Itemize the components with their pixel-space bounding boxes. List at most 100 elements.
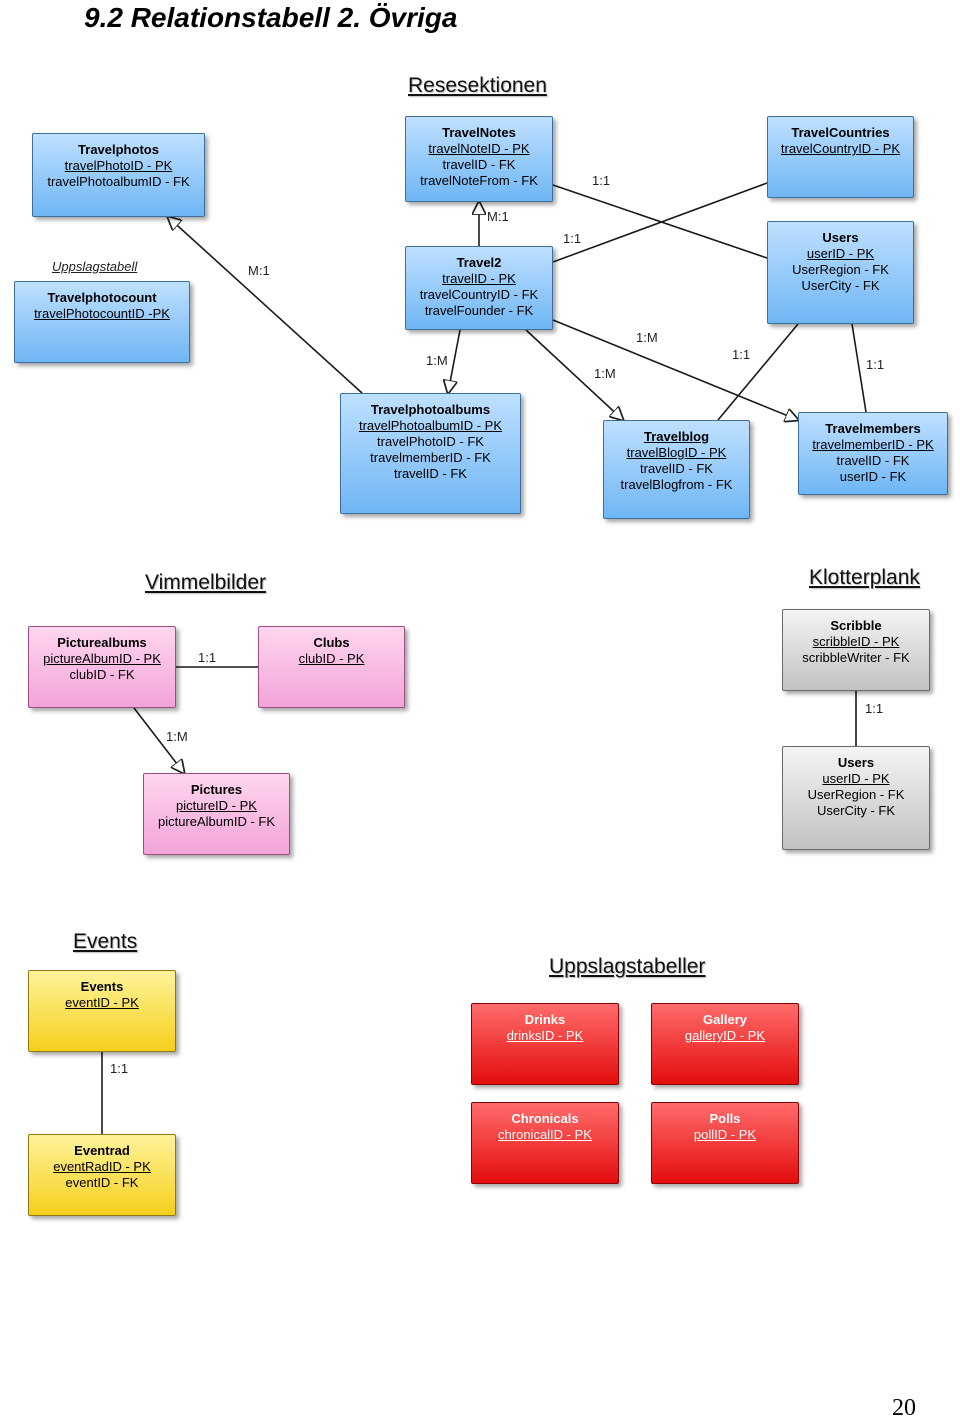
rel-label-users-members: 1:1 xyxy=(866,357,885,372)
table-fk: travelCountryID - FK xyxy=(419,287,539,302)
table-pk: eventID - PK xyxy=(65,995,139,1010)
table-fk: scribbleWriter - FK xyxy=(802,650,910,665)
table-scribble: Scribble scribbleID - PK scribbleWriter … xyxy=(782,609,930,691)
rel-label-travel2-blog: 1:M xyxy=(594,366,616,381)
table-pk: clubID - PK xyxy=(298,651,365,666)
table-fk: travelPhotoalbumID - FK xyxy=(47,174,190,189)
table-users-klotterplank: Users userID - PK UserRegion - FK UserCi… xyxy=(782,746,930,850)
line-travel2-albums xyxy=(448,329,461,393)
rel-label-events-eventrad: 1:1 xyxy=(110,1061,129,1076)
table-name: TravelCountries xyxy=(791,125,890,140)
table-fk: travelNoteFrom - FK xyxy=(420,173,538,188)
table-name: Users xyxy=(822,230,859,245)
table-fk: UserCity - FK xyxy=(817,803,895,818)
table-fk: eventID - FK xyxy=(65,1175,139,1190)
table-name: Eventrad xyxy=(74,1143,130,1158)
rel-label-travelnotes-users: 1:1 xyxy=(592,173,611,188)
table-travelblog: Travelblog travelBlogID - PK travelID - … xyxy=(603,420,750,519)
line-picturealbums-pictures xyxy=(133,707,184,773)
table-events: Events eventID - PK xyxy=(28,970,176,1052)
table-fk: UserRegion - FK xyxy=(807,787,905,802)
table-travelphotocount: Travelphotocount travelPhotocountID -PK xyxy=(14,281,190,363)
table-name: Gallery xyxy=(702,1012,748,1027)
table-fk: travelBlogfrom - FK xyxy=(620,477,733,492)
rel-label-travel2-travelnotes: M:1 xyxy=(487,209,509,224)
rel-label-picturealbums-pictures: 1:M xyxy=(166,729,188,744)
section-heading-events: Events xyxy=(73,930,138,953)
rel-label-travel2-members: 1:M xyxy=(636,330,658,345)
line-travel2-members xyxy=(552,319,798,420)
table-pk: galleryID - PK xyxy=(684,1028,766,1043)
table-pictures: Pictures pictureID - PK pictureAlbumID -… xyxy=(143,773,290,855)
section-heading-klotterplank: Klotterplank xyxy=(809,566,920,589)
table-clubs: Clubs clubID - PK xyxy=(258,626,405,708)
uppslagstabell-label: Uppslagstabell xyxy=(52,259,138,274)
line-albums-photos xyxy=(168,217,363,394)
table-fk: travelID - FK xyxy=(836,453,910,468)
table-pk: pictureID - PK xyxy=(176,798,257,813)
table-travelcountries: TravelCountries travelCountryID - PK xyxy=(767,116,914,198)
table-pk: travelCountryID - PK xyxy=(780,141,901,156)
table-pk: scribbleID - PK xyxy=(812,634,900,649)
table-travelmembers: Travelmembers travelmemberID - PK travel… xyxy=(798,412,948,495)
table-picturealbums: Picturealbums pictureAlbumID - PK clubID… xyxy=(28,626,176,708)
line-users-blog xyxy=(717,323,799,421)
table-name: Polls xyxy=(709,1111,741,1126)
table-name: Clubs xyxy=(313,635,350,650)
line-travel2-blog xyxy=(525,329,623,420)
rel-label-travel2-countries: 1:1 xyxy=(563,231,582,246)
section-heading-vimmelbilder: Vimmelbilder xyxy=(145,571,266,594)
table-travelphotos: Travelphotos travelPhotoID - PK travelPh… xyxy=(32,133,205,217)
line-travel2-countries xyxy=(552,182,768,263)
table-pk: travelPhotoID - PK xyxy=(64,158,173,173)
table-fk: UserCity - FK xyxy=(801,278,880,293)
table-name: Scribble xyxy=(830,618,882,633)
table-pk: travelID - PK xyxy=(442,271,516,286)
table-name: Users xyxy=(837,755,875,770)
table-users: Users userID - PK UserRegion - FK UserCi… xyxy=(767,221,914,324)
line-users-members xyxy=(851,323,867,413)
table-pk: userID - PK xyxy=(806,246,875,261)
table-name: Events xyxy=(80,979,124,994)
table-name: Travel2 xyxy=(456,255,502,270)
rel-label-scribble-users: 1:1 xyxy=(865,701,884,716)
table-fk: userID - FK xyxy=(839,469,907,484)
rel-label-picturealbums-clubs: 1:1 xyxy=(198,650,217,665)
table-pk: travelBlogID - PK xyxy=(626,445,727,460)
table-name: Travelphotos xyxy=(78,142,159,157)
table-fk: travelmemberID - FK xyxy=(370,450,491,465)
table-fk: travelID - FK xyxy=(394,466,467,481)
table-pk: drinksID - PK xyxy=(506,1028,584,1043)
table-name: Travelblog xyxy=(643,429,710,444)
section-heading-resesektionen: Resesektionen xyxy=(408,74,547,97)
rel-label-users-blog: 1:1 xyxy=(732,347,751,362)
page-number: 20 xyxy=(892,1395,916,1421)
table-fk: travelID - FK xyxy=(640,461,713,476)
table-travel2: Travel2 travelID - PK travelCountryID - … xyxy=(405,246,553,330)
table-eventrad: Eventrad eventRadID - PK eventID - FK xyxy=(28,1134,176,1216)
table-name: TravelNotes xyxy=(442,125,516,140)
table-name: Travelphotoalbums xyxy=(370,402,491,417)
table-pk: pollID - PK xyxy=(693,1127,757,1142)
table-pk: eventRadID - PK xyxy=(53,1159,151,1174)
table-pk: travelNoteID - PK xyxy=(428,141,530,156)
table-name: Picturealbums xyxy=(57,635,147,650)
table-pk: travelmemberID - PK xyxy=(812,437,934,452)
table-pk: chronicalID - PK xyxy=(498,1127,592,1142)
table-gallery: Gallery galleryID - PK xyxy=(651,1003,799,1085)
table-fk: travelFounder - FK xyxy=(424,303,534,318)
page-title: 9.2 Relationstabell 2. Övriga xyxy=(84,2,458,33)
table-pk: travelPhotoalbumID - PK xyxy=(358,418,503,433)
table-name: Drinks xyxy=(524,1012,566,1027)
table-chronicals: Chronicals chronicalID - PK xyxy=(471,1102,619,1184)
table-fk: UserRegion - FK xyxy=(792,262,889,277)
table-name: Travelmembers xyxy=(825,421,921,436)
table-pk: userID - PK xyxy=(822,771,890,786)
table-name: Pictures xyxy=(190,782,243,797)
section-heading-uppslagstabeller: Uppslagstabeller xyxy=(549,955,706,978)
table-fk: travelID - FK xyxy=(442,157,516,172)
table-travelnotes: TravelNotes travelNoteID - PK travelID -… xyxy=(405,116,553,202)
table-travelphotoalbums: Travelphotoalbums travelPhotoalbumID - P… xyxy=(340,393,521,514)
table-name: Chronicals xyxy=(511,1111,579,1126)
